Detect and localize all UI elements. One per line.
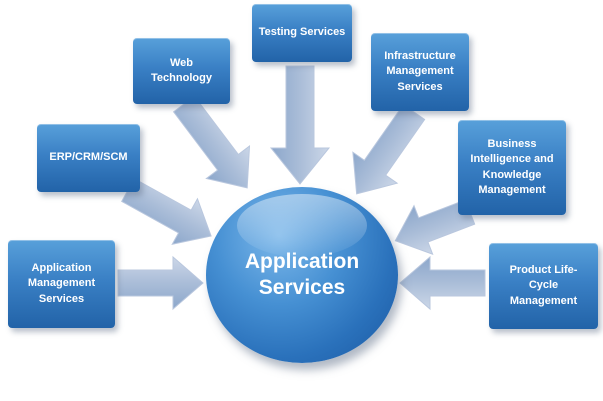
node-testing-services: Testing Services [252, 4, 352, 62]
node-label: Application Management Services [27, 261, 96, 305]
node-label: Testing Services [258, 26, 346, 39]
node-label: ERP/CRM/SCM [49, 151, 128, 164]
center-node-label: Application Services [244, 249, 360, 299]
arrow-from-product-life-cycle-management [399, 255, 486, 311]
center-node-application-services: Application Services [206, 187, 398, 363]
node-application-management-services: Application Management Services [8, 240, 115, 328]
arrow-from-testing-services [269, 65, 331, 185]
node-label: Web Technology [151, 56, 212, 84]
node-label: Infrastructure Management Services [384, 49, 456, 93]
node-label: Business Intelligence and Knowledge Mana… [470, 137, 554, 196]
arrow-from-application-management-services [117, 255, 204, 311]
arrow-from-web-technology [172, 95, 251, 189]
node-label: Product Life-Cycle Management [509, 263, 578, 307]
arrow-from-infrastructure-management-services [352, 103, 426, 195]
node-product-life-cycle-management: Product Life-Cycle Management [489, 243, 598, 329]
node-infrastructure-management-services: Infrastructure Management Services [371, 33, 469, 111]
node-web-technology: Web Technology [133, 38, 230, 104]
node-business-intelligence-and-knowledge-management: Business Intelligence and Knowledge Mana… [458, 120, 566, 215]
node-erp-crm-scm: ERP/CRM/SCM [37, 124, 140, 192]
